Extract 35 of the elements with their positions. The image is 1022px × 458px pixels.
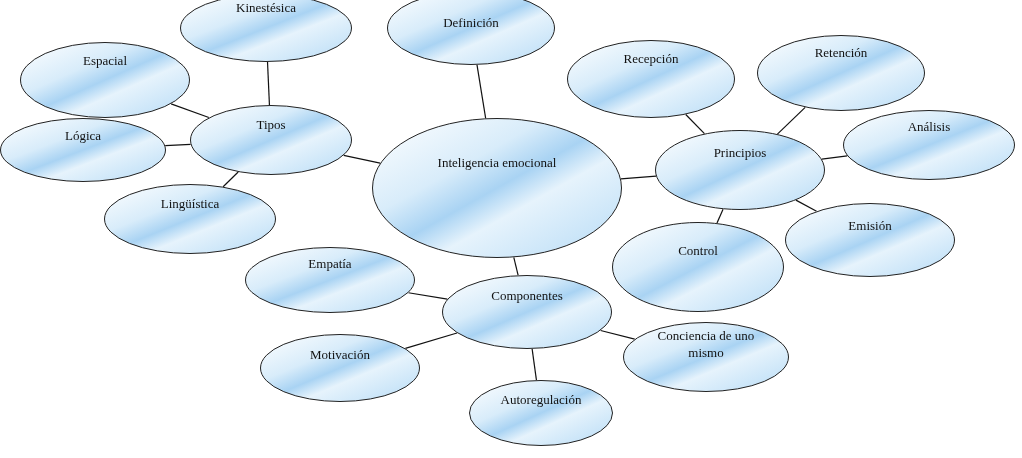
node-label: Motivación [309, 347, 371, 365]
connector-line [343, 154, 381, 164]
node-label: Autoregulación [499, 392, 583, 409]
node-label: Lógica [63, 128, 103, 146]
node-label: Componentes [490, 288, 564, 306]
connector-line [685, 113, 706, 135]
node-label: Inteligencia emocional [436, 155, 558, 173]
node-label: Emisión [847, 217, 893, 235]
connector-line [164, 143, 192, 147]
node-label: Definición [442, 15, 500, 33]
node-label: Retención [813, 45, 869, 62]
connector-line [531, 348, 538, 381]
connector-line [821, 155, 848, 160]
node-label: Análisis [906, 118, 952, 136]
node-label: Lingüística [159, 196, 221, 213]
connector-line [404, 332, 458, 350]
connector-line [600, 329, 636, 340]
node-label: Principios [712, 145, 768, 162]
node-label: Empatía [307, 255, 353, 273]
connector-line [513, 256, 519, 276]
node-label: Recepción [622, 50, 680, 68]
connector-line [716, 208, 724, 224]
connector-line [795, 199, 818, 212]
node-label: Kinestésica [235, 0, 297, 17]
connector-line [476, 64, 487, 119]
node-label: Tipos [255, 117, 287, 134]
connector-line [407, 292, 448, 300]
connector-line [170, 103, 210, 119]
node-label: Espacial [81, 52, 128, 70]
node-label: Conciencia de uno mismo [656, 328, 756, 363]
node-label: Control [677, 242, 719, 260]
connector-line [776, 106, 806, 135]
connector-line [222, 171, 239, 188]
connector-line [266, 61, 271, 106]
connector-line [620, 175, 657, 180]
